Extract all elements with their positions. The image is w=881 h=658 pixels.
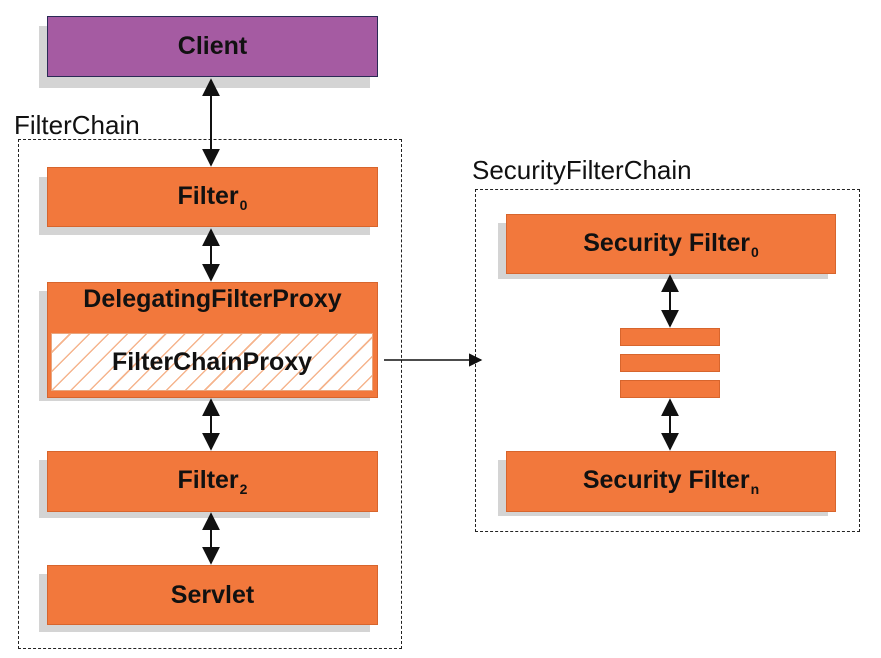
filter0-box: Filter0	[47, 167, 378, 227]
security-filtern-subscript: n	[750, 481, 760, 497]
filter2-subscript: 2	[239, 481, 248, 497]
security-filter-chain-title: SecurityFilterChain	[472, 155, 692, 185]
security-filter-stack-bar-3	[620, 380, 720, 398]
filter2-label: Filter2	[177, 466, 248, 497]
filter-chain-title: FilterChain	[14, 110, 140, 140]
delegating-filter-proxy-label: DelegatingFilterProxy	[83, 285, 342, 313]
filter2-box: Filter2	[47, 451, 378, 512]
servlet-label: Servlet	[170, 580, 255, 609]
security-filter0-box: Security Filter0	[506, 214, 836, 274]
client-label: Client	[177, 32, 248, 60]
security-filter0-subscript: 0	[750, 243, 759, 260]
security-filter-stack-bar-2	[620, 354, 720, 372]
filter0-subscript: 0	[239, 196, 248, 213]
filter0-label: Filter0	[177, 181, 248, 213]
filter-chain-proxy-box: FilterChainProxy	[51, 333, 373, 391]
filter-chain-proxy-label: FilterChainProxy	[111, 347, 313, 376]
security-filter0-label: Security Filter0	[583, 228, 759, 260]
client-box: Client	[47, 16, 378, 77]
servlet-box: Servlet	[47, 565, 378, 625]
security-filter-stack-bar-1	[620, 328, 720, 346]
security-filtern-label: Security Filtern	[582, 466, 760, 497]
security-filtern-box: Security Filtern	[506, 451, 836, 512]
